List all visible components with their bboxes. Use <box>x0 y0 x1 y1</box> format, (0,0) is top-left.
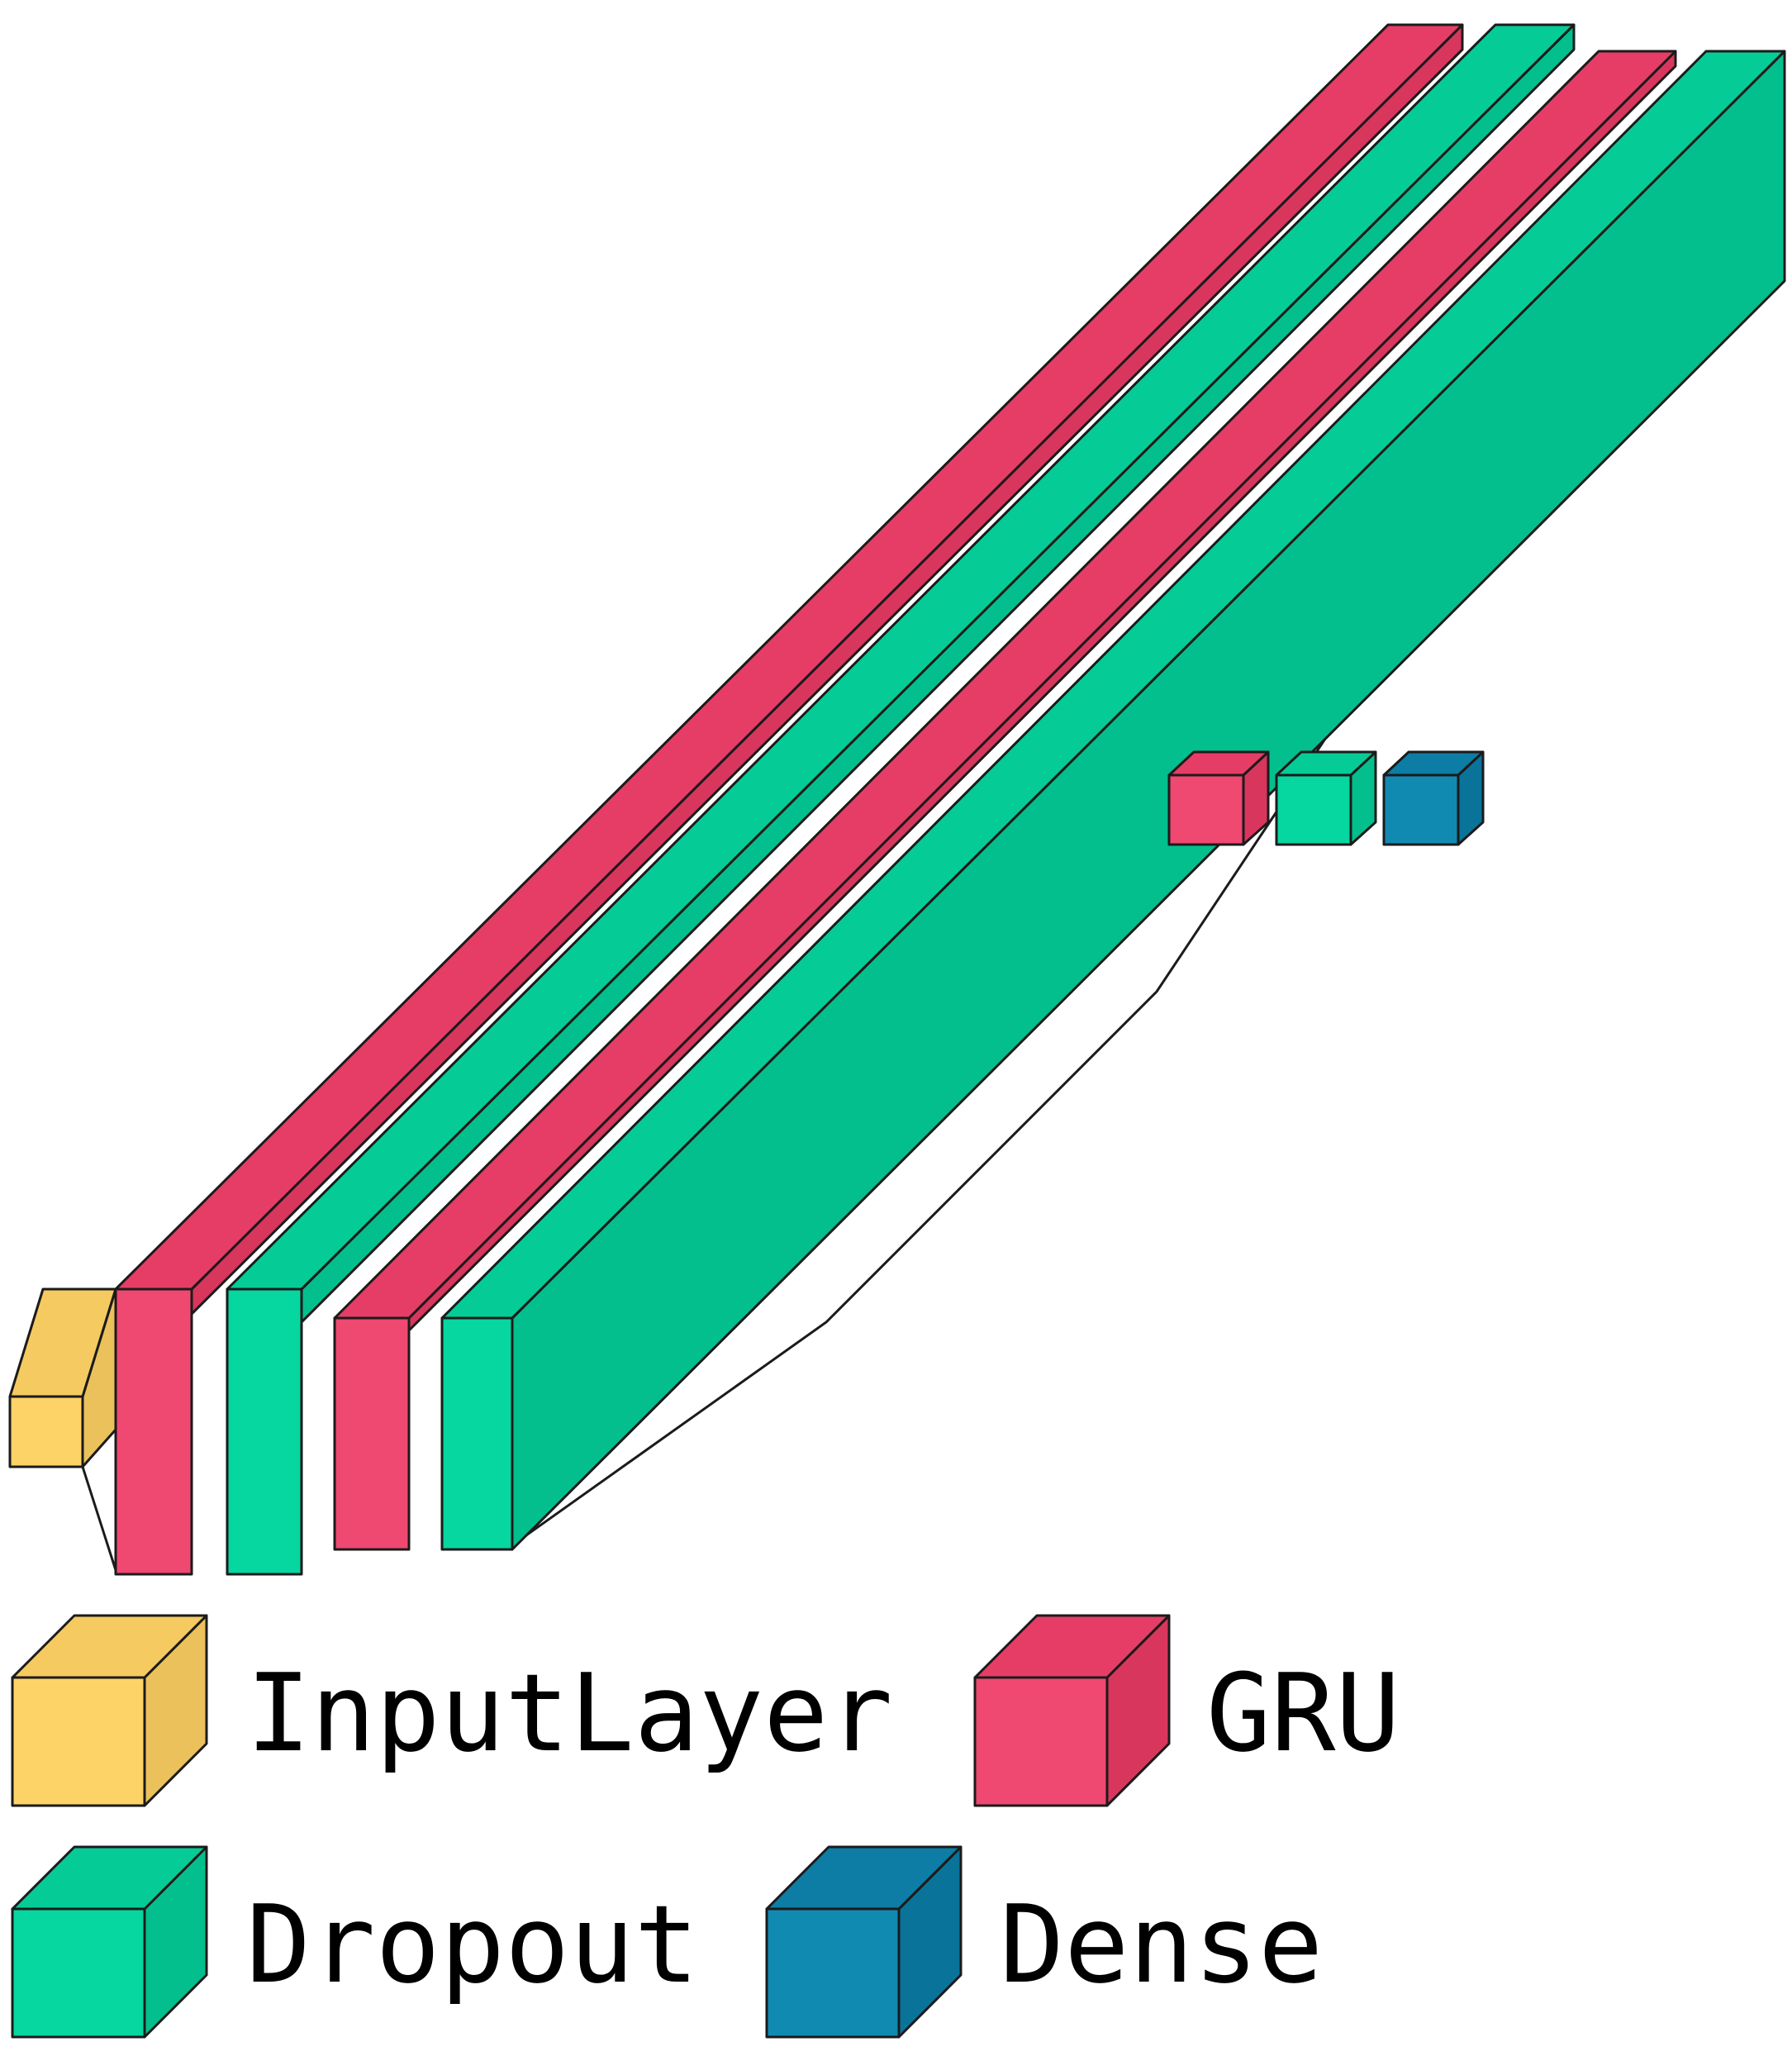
legend-input-label: InputLayer <box>246 1650 893 1776</box>
gru-layer-3-side <box>407 50 1677 1332</box>
dropout-layer-2-front <box>226 1287 303 1576</box>
dropout-layer-small-front <box>1275 773 1352 846</box>
legend-dropout-label: Dropout <box>246 1882 699 2007</box>
legend-item-dropout: Dropout <box>11 1845 699 2039</box>
legend-gru-label: GRU <box>1206 1650 1400 1776</box>
legend-gru-swatch-front <box>973 1676 1109 1807</box>
dropout-layer-2 <box>226 23 1576 1576</box>
legend-dropout-swatch-front <box>11 1907 146 2039</box>
legend-item-gru: GRU <box>973 1614 1400 1807</box>
gru-layer-3-top <box>333 50 1677 1320</box>
dense-layer <box>1382 750 1485 846</box>
input-layer-front <box>8 1395 84 1468</box>
legend: InputLayer GRU Dropout Dense <box>11 1614 1400 2039</box>
dropout-layer-small <box>1275 750 1377 846</box>
dropout-layer-3 <box>440 50 1786 1551</box>
connector-input-gru1 <box>81 1466 117 1571</box>
input-layer <box>8 1287 117 1468</box>
gru-layer-1-front <box>114 1287 193 1576</box>
legend-input-swatch-front <box>11 1676 146 1807</box>
gru-layer-1 <box>114 23 1464 1576</box>
legend-item-input: InputLayer <box>11 1614 893 1807</box>
gru-layer-3 <box>333 50 1677 1551</box>
gru-layer-3-front <box>333 1316 411 1551</box>
legend-dense-swatch-front <box>765 1907 901 2039</box>
dropout-layer-3-top <box>440 50 1786 1320</box>
dropout-layer-3-front <box>440 1316 514 1551</box>
dense-layer-front <box>1382 773 1460 846</box>
legend-item-dense: Dense <box>765 1845 1323 2039</box>
gru-layer-small-front <box>1167 773 1245 846</box>
legend-dense-label: Dense <box>1000 1882 1323 2007</box>
gru-layer-small <box>1167 750 1270 846</box>
